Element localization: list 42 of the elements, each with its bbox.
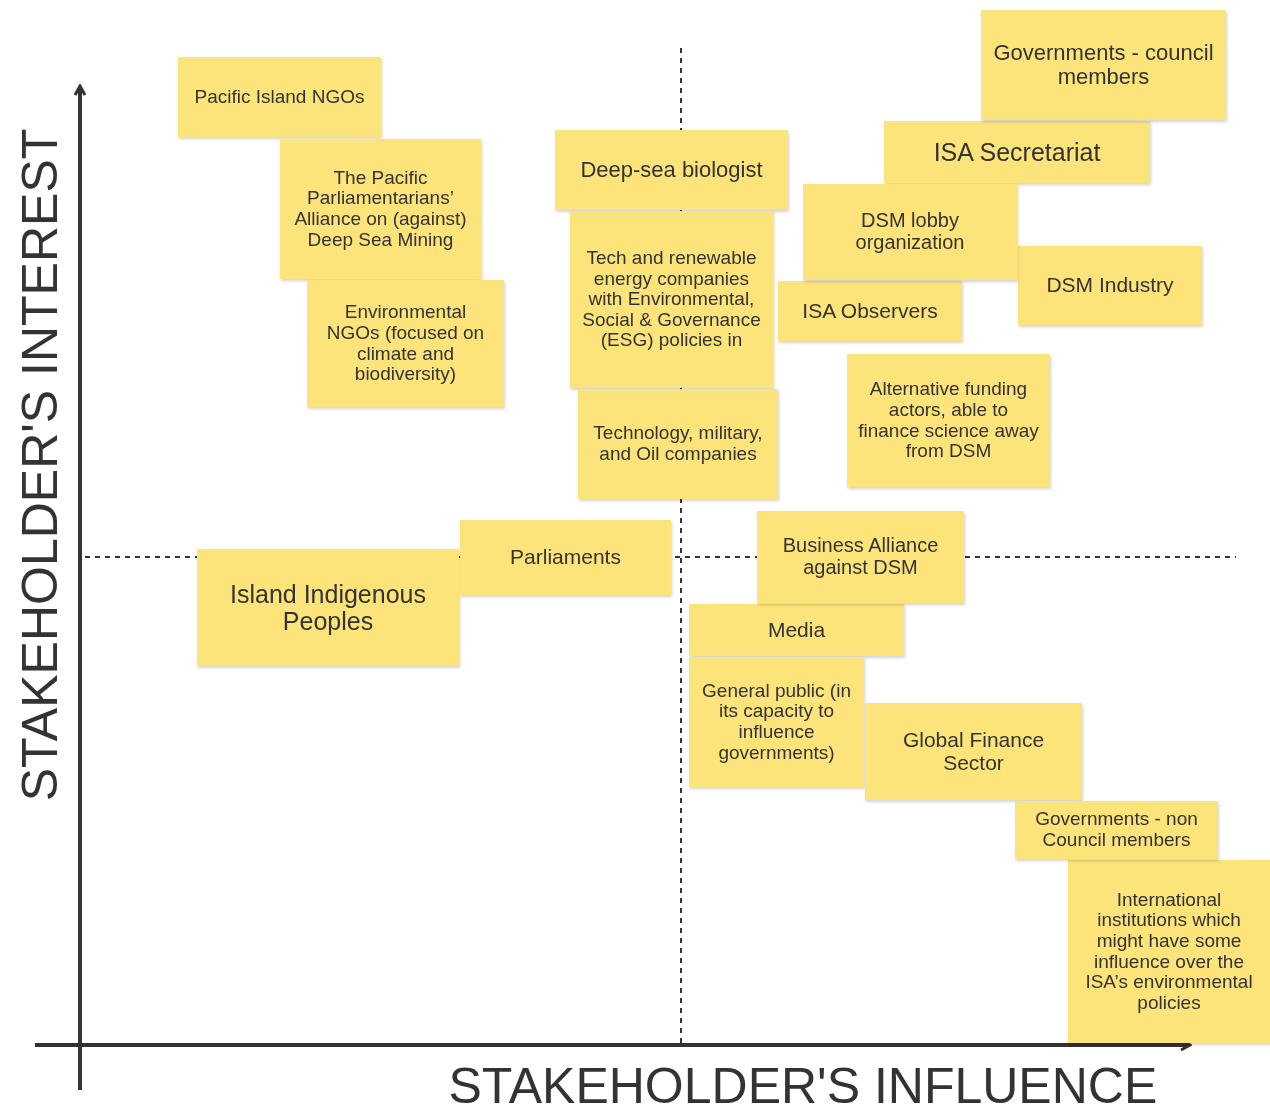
sticky-note: [307, 280, 504, 407]
note-text: Pacific Island NGOs: [194, 86, 365, 108]
sticky-note: [280, 139, 481, 279]
sticky-note: [460, 520, 671, 595]
note-text: Global Finance Sector: [901, 728, 1046, 775]
note-text: The Pacific Parliamentarians’ Alliance on (against) Deep Sea Mining: [293, 167, 468, 251]
sticky-note: [178, 57, 381, 137]
note-text: Parliaments: [510, 546, 621, 569]
sticky-note: [1015, 801, 1218, 859]
sticky-note: [555, 130, 788, 210]
note-text: Island Indigenous Peoples: [229, 580, 427, 635]
axis-title: STAKEHOLDER'S INTEREST: [14, 128, 65, 802]
sticky-note: [689, 604, 904, 656]
note-text: Governments - non Council members: [1034, 809, 1199, 851]
note-text: International institutions which might have some influence over the ISA’s environmental policies: [1084, 889, 1254, 1014]
axis-title: STAKEHOLDER'S INFLUENCE: [448, 1061, 1158, 1110]
sticky-note: [757, 511, 964, 603]
note-text: Tech and renewable energy companies with Environmental, Social & Governance (ESG) policies in: [581, 248, 762, 351]
sticky-note: [570, 211, 773, 388]
sticky-note: [803, 184, 1017, 280]
sticky-note: [981, 10, 1226, 120]
sticky-note: [689, 657, 864, 787]
sticky-note: [1018, 246, 1202, 325]
sticky-note: [884, 121, 1150, 183]
sticky-note: [778, 281, 962, 341]
sticky-note: [865, 703, 1082, 800]
note-text: Alternative funding actors, able to finance science away from DSM: [857, 379, 1040, 462]
note-text: DSM Industry: [1046, 274, 1174, 297]
sticky-note: [847, 354, 1050, 487]
note-text: Governments - council members: [992, 41, 1215, 89]
note-text: ISA Secretariat: [933, 138, 1101, 166]
note-text: DSM lobby organization: [854, 210, 966, 254]
sticky-note: [1068, 860, 1270, 1043]
note-text: Technology, military, and Oil companies: [592, 423, 764, 465]
note-text: General public (in its capacity to influence governments): [701, 680, 852, 764]
sticky-note: [197, 549, 459, 666]
note-text: Media: [767, 618, 826, 642]
note-text: Business Alliance against DSM: [781, 535, 940, 579]
note-text: Deep-sea biologist: [580, 158, 763, 182]
sticky-note: [578, 389, 778, 499]
note-text: ISA Observers: [802, 299, 938, 323]
note-text: Environmental NGOs (focused on climate and biodiversity): [325, 302, 486, 385]
